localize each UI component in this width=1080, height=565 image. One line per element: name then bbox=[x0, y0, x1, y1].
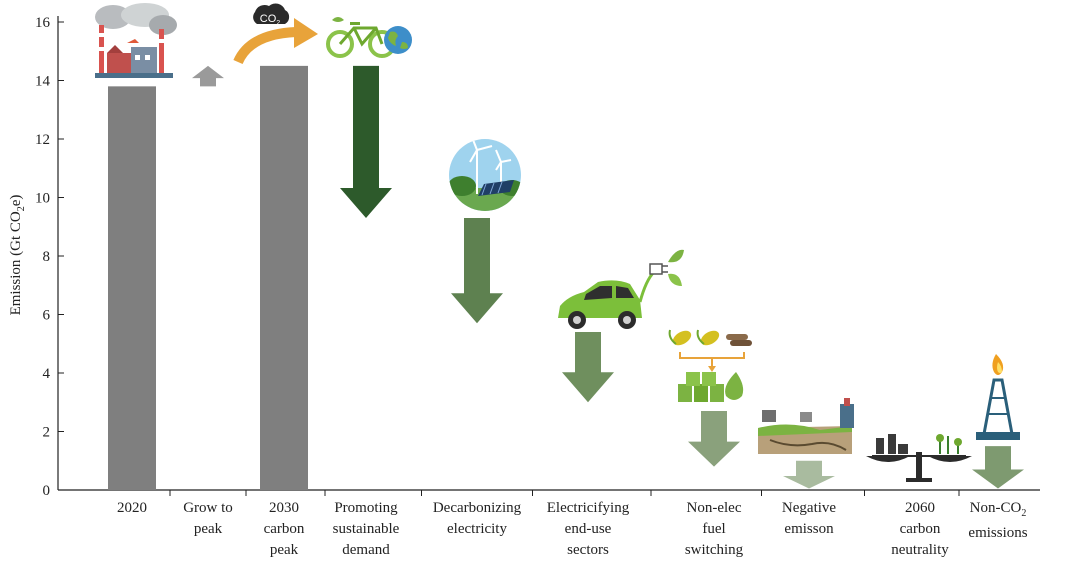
y-tick-label: 10 bbox=[35, 191, 50, 207]
y-tick-label: 12 bbox=[35, 132, 50, 148]
step-arrow bbox=[972, 446, 1024, 489]
co2-label: CO2 bbox=[260, 13, 281, 27]
bar bbox=[260, 65, 308, 490]
step-arrow bbox=[192, 65, 224, 87]
step-arrow bbox=[451, 217, 503, 324]
y-axis-label: Emission (Gt CO2e) bbox=[8, 195, 27, 316]
step-arrow bbox=[688, 411, 740, 467]
step-arrow bbox=[340, 65, 392, 218]
plug-leaf-icon bbox=[638, 249, 684, 303]
wind-solar-icon bbox=[449, 139, 521, 211]
y-tick-label: 14 bbox=[35, 74, 51, 90]
y-tick-label: 2 bbox=[43, 425, 51, 441]
y-axis-label-main: Emission (Gt CO bbox=[8, 211, 24, 315]
y-tick-label: 0 bbox=[43, 483, 51, 499]
globe-icon bbox=[384, 26, 412, 54]
bar bbox=[108, 86, 156, 490]
carbon-capture-icon bbox=[758, 398, 854, 454]
y-ticks: 0 2 4 6 8 10 12 14 16 bbox=[35, 15, 64, 499]
electric-car-icon bbox=[558, 280, 642, 329]
y-tick-label: 6 bbox=[43, 308, 51, 324]
bars bbox=[108, 65, 308, 490]
bicycle-icon bbox=[326, 17, 396, 58]
y-tick-label: 8 bbox=[43, 249, 51, 265]
y-tick-label: 4 bbox=[43, 366, 51, 382]
growth-arrow-icon bbox=[233, 18, 318, 65]
co2-icon: CO2 bbox=[253, 3, 290, 27]
y-axis-label-sub: 2 bbox=[16, 206, 27, 211]
step-arrows bbox=[192, 65, 1024, 489]
gas-flare-rig-icon bbox=[976, 354, 1020, 440]
step-arrow bbox=[562, 332, 614, 403]
y-axis-label-tail: e) bbox=[8, 195, 24, 207]
biofuel-barrels-icon bbox=[678, 372, 744, 402]
y-tick-label: 16 bbox=[35, 15, 51, 31]
biomass-icon bbox=[668, 329, 752, 372]
axes bbox=[57, 16, 1040, 496]
factory-icon bbox=[95, 3, 177, 78]
balance-scale-icon bbox=[866, 434, 972, 482]
x-category-label: 2020 bbox=[117, 500, 147, 516]
step-arrow bbox=[783, 460, 835, 489]
